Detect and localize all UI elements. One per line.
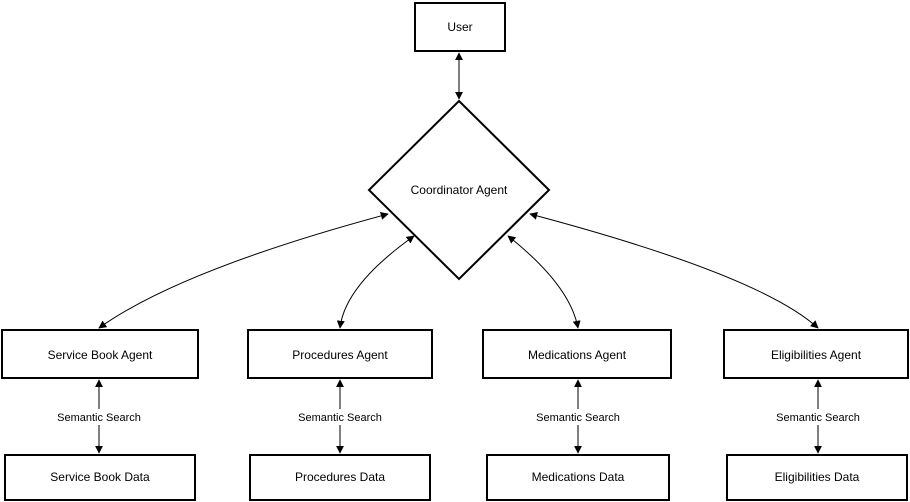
eligibilities-agent-label: Eligibilities Agent [771,348,862,362]
coordinator-label: Coordinator Agent [411,183,508,197]
eligibilities-agent-node: Eligibilities Agent [723,329,909,379]
medications-data-label: Medications Data [532,470,625,484]
edge-labels: Semantic Search Semantic Search Semantic… [52,409,865,425]
service-book-agent-label: Service Book Agent [48,348,153,362]
medications-agent-label: Medications Agent [528,348,627,362]
user-node: User [414,2,506,52]
coordinator-medications-edge [507,235,581,329]
procedures-data-label: Procedures Data [295,470,385,484]
eligibilities-data-label: Eligibilities Data [775,470,860,484]
medications-search-label: Semantic Search [536,412,620,424]
service-book-data-label: Service Book Data [50,470,150,484]
procedures-agent-label: Procedures Agent [292,348,388,362]
service-book-agent-node: Service Book Agent [1,329,199,379]
eligibilities-data-node: Eligibilities Data [726,454,908,501]
coordinator-node: Coordinator Agent [367,99,551,281]
service-book-data-node: Service Book Data [4,454,196,501]
user-label: User [447,20,472,34]
eligibilities-search-label: Semantic Search [776,412,860,424]
coordinator-eligibilities-edge [529,211,819,329]
coordinator-servicebook-edge [98,212,389,329]
procedures-search-label: Semantic Search [298,412,382,424]
medications-data-node: Medications Data [486,454,670,501]
procedures-data-node: Procedures Data [249,454,431,501]
servicebook-search-label: Semantic Search [57,412,141,424]
coordinator-procedures-edge [336,235,415,329]
procedures-agent-node: Procedures Agent [247,329,433,379]
medications-agent-node: Medications Agent [482,329,672,379]
